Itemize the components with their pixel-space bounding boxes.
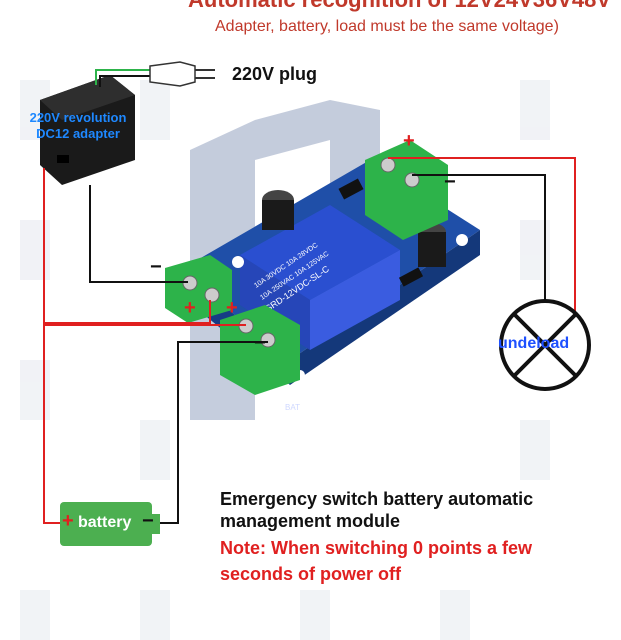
load-symbol	[499, 299, 591, 391]
battery-terminal-minus-sign: −	[254, 332, 266, 354]
input-minus-sign: −	[150, 256, 162, 278]
terminal-input	[165, 255, 232, 323]
output-minus-sign: −	[444, 171, 456, 193]
battery-label: battery	[78, 514, 132, 531]
load-label: undeload	[498, 335, 570, 352]
plug-icon	[149, 61, 215, 87]
terminal-battery	[220, 305, 300, 395]
plug-label: 220V plug	[232, 64, 318, 84]
bat-marking: BAT	[285, 403, 300, 412]
battery-terminal-plus-sign: +	[226, 297, 238, 319]
output-plus-sign: +	[403, 130, 415, 152]
battery-plus-sign: +	[62, 510, 74, 532]
terminal-output	[365, 140, 448, 240]
battery-icon	[60, 502, 160, 546]
caption-line-2: management module	[220, 511, 401, 531]
voltage-note: Adapter, battery, load must be the same …	[215, 18, 559, 35]
battery-minus-sign: −	[142, 510, 154, 532]
adapter-label: 220V revolution DC12 adapter	[29, 110, 127, 141]
caption-line-1: Emergency switch battery automatic	[220, 489, 534, 509]
adapter-icon	[40, 75, 135, 185]
page-title: Automatic recognition of 12V24V36V48V	[188, 0, 611, 13]
note-line-2: seconds of power off	[220, 564, 402, 584]
input-plus-sign: +	[184, 297, 196, 319]
note-line-1: Note: When switching 0 points a few	[220, 538, 533, 558]
